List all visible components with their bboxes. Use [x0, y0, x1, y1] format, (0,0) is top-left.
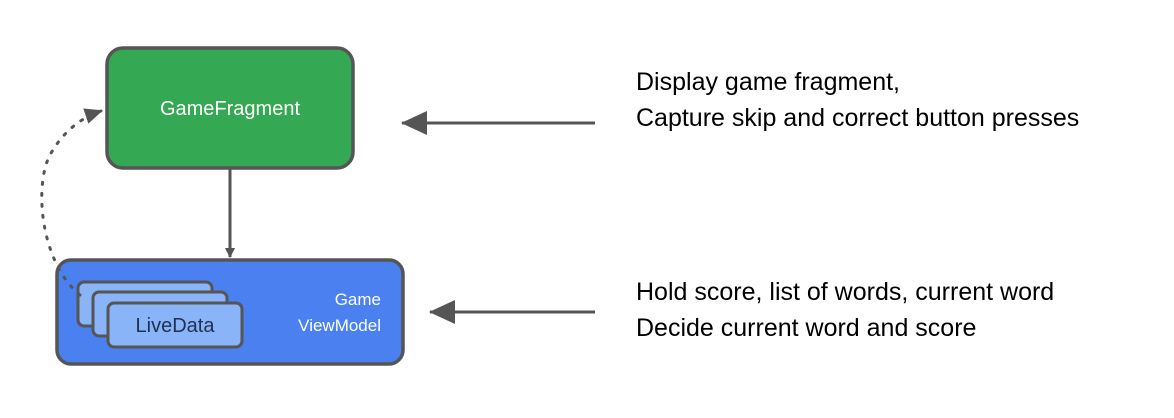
viewmodel-description-line2: Decide current word and score	[636, 314, 977, 342]
viewmodel-label-line2: ViewModel	[298, 316, 381, 335]
livedata-card-front	[106, 301, 244, 349]
viewmodel-description: Hold score, list of words, current word …	[636, 274, 1054, 346]
viewmodel-label-line1: Game	[335, 290, 381, 309]
fragment-description-line1: Display game fragment,	[636, 68, 901, 96]
fragment-description-line2: Capture skip and correct button presses	[636, 104, 1080, 132]
fragment-description: Display game fragment, Capture skip and …	[636, 64, 1079, 136]
observe-dotted-arrow	[40, 108, 103, 297]
viewmodel-description-line1: Hold score, list of words, current word	[636, 278, 1055, 306]
game-fragment-label: GameFragment	[160, 98, 300, 120]
livedata-label: LiveData	[136, 315, 216, 337]
